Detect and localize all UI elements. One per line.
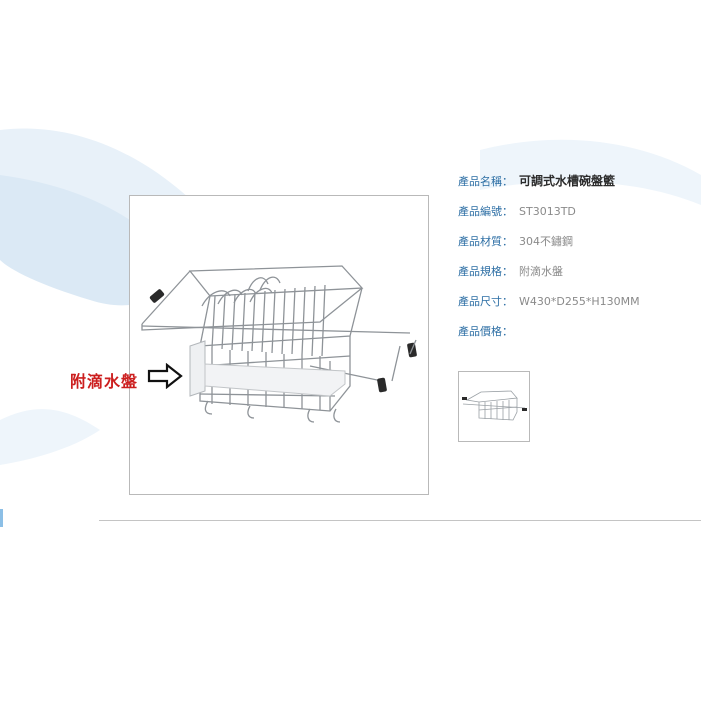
left-edge-marker (0, 509, 3, 527)
spec-row-size: 產品尺寸： W430*D255*H130MM (458, 293, 640, 309)
product-code: ST3013TD (519, 205, 576, 218)
spec-row-code: 產品編號： ST3013TD (458, 203, 576, 219)
drip-tray-label: 附滴水盤 (70, 372, 139, 391)
product-thumbnail[interactable] (458, 371, 530, 442)
right-arrow-icon (147, 363, 183, 389)
dish-rack-thumbnail-image (462, 390, 527, 421)
spec-label: 產品編號： (458, 205, 513, 218)
main-product-image[interactable] (129, 195, 429, 495)
spec-label: 產品名稱： (458, 175, 513, 188)
product-size: W430*D255*H130MM (519, 295, 640, 308)
dish-rack-image (141, 265, 417, 423)
spec-label: 產品規格： (458, 265, 513, 278)
spec-row-spec: 產品規格： 附滴水盤 (458, 263, 563, 279)
spec-label: 產品材質： (458, 235, 513, 248)
product-spec: 附滴水盤 (519, 265, 563, 278)
spec-row-name: 產品名稱： 可調式水槽碗盤籃 (458, 172, 615, 189)
spec-row-material: 產品材質： 304不鏽鋼 (458, 233, 573, 249)
section-divider (99, 520, 701, 521)
spec-label: 產品價格： (458, 325, 513, 338)
product-material: 304不鏽鋼 (519, 235, 573, 248)
spec-label: 產品尺寸： (458, 295, 513, 308)
product-name: 可調式水槽碗盤籃 (519, 174, 616, 188)
spec-row-price: 產品價格： (458, 323, 519, 339)
